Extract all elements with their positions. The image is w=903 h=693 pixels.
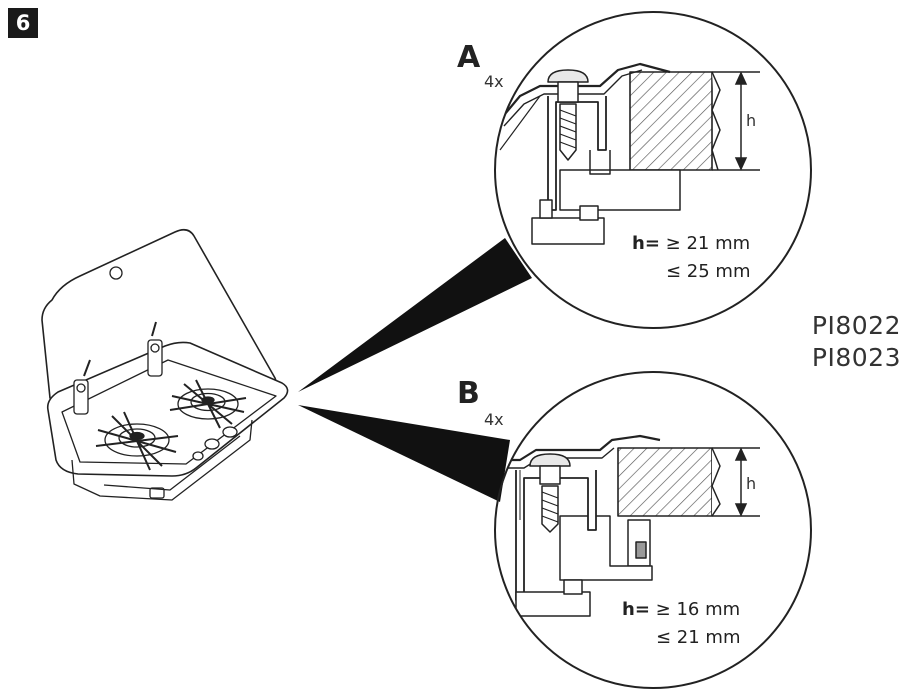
pan-support-front <box>95 411 179 471</box>
burner-front <box>104 423 170 457</box>
detail-b-spec-prefix: h= <box>622 599 650 620</box>
countertop-b <box>617 447 713 517</box>
fixing-screw-b <box>529 453 571 533</box>
dimension-arrow-a <box>712 71 760 171</box>
lid-hinge-right <box>147 339 163 377</box>
detail-a-spec: h= ≥ 21 mm ≤ 25 mm <box>632 230 751 286</box>
lid-handle-hole <box>109 266 123 280</box>
detail-a-quantity: 4x <box>484 72 504 91</box>
detail-a-spec-min: ≥ 21 mm <box>665 233 751 254</box>
step-number-badge: 6 <box>8 8 38 38</box>
control-knobs <box>192 426 238 461</box>
detail-a-spec-max: ≤ 25 mm <box>666 261 751 282</box>
hob-edge-profile-a <box>499 62 671 121</box>
hob-illustration <box>41 228 289 501</box>
dimension-arrow-b <box>712 447 760 517</box>
detail-a-dimension-label: h <box>746 111 757 130</box>
detail-b-circle <box>494 371 812 689</box>
model-number-1: PI8022 <box>811 311 901 340</box>
detail-b-spec-min: ≥ 16 mm <box>655 599 741 620</box>
cooktop-tray <box>46 341 289 477</box>
leader-cone-b <box>298 405 510 502</box>
detail-b-spec: h= ≥ 16 mm ≤ 21 mm <box>622 596 741 652</box>
model-number-2: PI8023 <box>811 343 901 372</box>
detail-b-spec-max: ≤ 21 mm <box>656 627 741 648</box>
detail-b-label: B <box>457 376 480 411</box>
detail-a-label: A <box>457 40 481 75</box>
fixing-screw-a <box>547 69 589 161</box>
detail-a-spec-prefix: h= <box>632 233 660 254</box>
lid-hinge-left <box>73 379 89 415</box>
burner-rear <box>177 388 239 420</box>
countertop-a <box>629 71 713 171</box>
hob-edge-profile-b <box>500 434 661 462</box>
pan-support-rear <box>169 379 247 429</box>
leader-cone-a <box>298 238 532 392</box>
detail-b-dimension-label: h <box>746 474 757 493</box>
detail-a-circle <box>494 11 812 329</box>
detail-b-quantity: 4x <box>484 410 504 429</box>
